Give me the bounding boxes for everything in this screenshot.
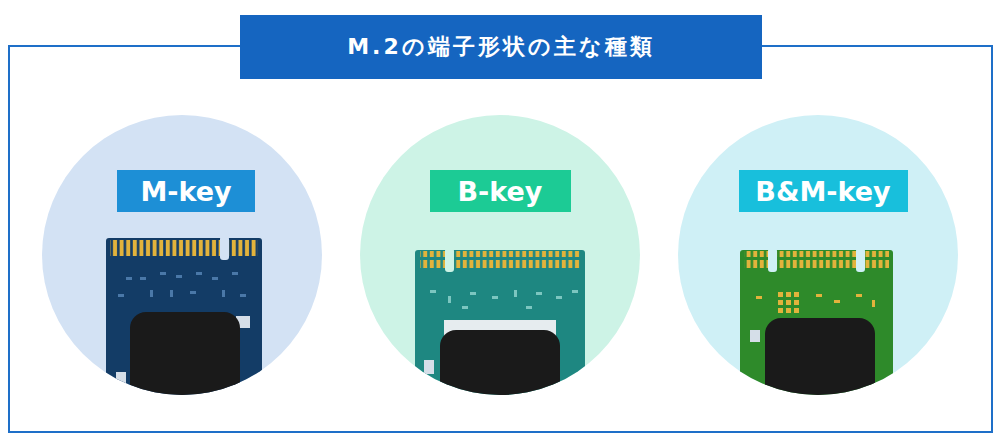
title-banner: M.2の端子形状の主な種類 — [240, 15, 762, 79]
key-label: M-key — [117, 170, 255, 212]
outer-frame — [9, 46, 992, 432]
key-label-text: B&M-key — [755, 176, 890, 207]
title-text: M.2の端子形状の主な種類 — [347, 32, 655, 62]
key-label: B-key — [430, 170, 571, 212]
b-key-card — [415, 248, 585, 410]
m-key-card — [106, 236, 262, 408]
bm-key-card — [740, 248, 893, 410]
key-label: B&M-key — [739, 170, 908, 212]
key-label-text: M-key — [140, 176, 231, 207]
key-label-text: B-key — [458, 176, 543, 207]
